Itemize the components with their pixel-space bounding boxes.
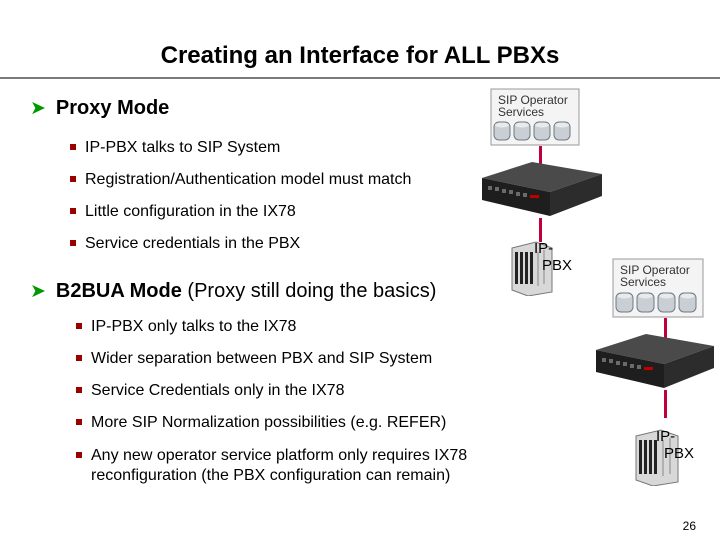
svg-text:SIP Operator: SIP Operator <box>498 93 568 107</box>
b2bua-mode-heading: ➤ B2BUA Mode (Proxy still doing the basi… <box>30 280 436 303</box>
title-divider <box>0 77 720 79</box>
b2bua-bullet: More SIP Normalization possibilities (e.… <box>76 413 446 433</box>
b2bua-bullet-text: Any new operator service platform only r… <box>91 446 467 486</box>
ip-pbx-icon <box>510 240 554 297</box>
square-bullet-icon <box>70 144 76 150</box>
b2bua-bullet: Any new operator service platform only r… <box>76 446 467 486</box>
square-bullet-icon <box>76 387 82 393</box>
square-bullet-icon <box>76 419 82 425</box>
sip-operator-services-icon: SIP Operator Services <box>490 88 580 146</box>
proxy-bullet-text: Little configuration in the IX78 <box>85 203 296 220</box>
ix78-router-icon <box>590 332 718 394</box>
proxy-bullet: IP-PBX talks to SIP System <box>70 138 280 158</box>
arrow-bullet-icon: ➤ <box>30 98 46 119</box>
proxy-mode-label: Proxy Mode <box>55 97 170 119</box>
square-bullet-icon <box>76 452 82 458</box>
b2bua-bullet: Wider separation between PBX and SIP Sys… <box>76 349 432 369</box>
page-number: 26 <box>682 519 696 533</box>
proxy-bullet: Little configuration in the IX78 <box>70 202 296 222</box>
link-line <box>664 390 667 418</box>
slide-title: Creating an Interface for ALL PBXs <box>160 42 560 69</box>
ip-pbx-label: IP- PBX <box>656 428 694 462</box>
arrow-bullet-icon: ➤ <box>30 281 46 302</box>
b2bua-bullet-text: IP-PBX only talks to the IX78 <box>91 318 297 335</box>
ip-pbx-label-line1: IP- <box>656 428 676 445</box>
b2bua-bullet-text: Service Credentials only in the IX78 <box>91 382 345 399</box>
svg-text:SIP Operator: SIP Operator <box>620 263 690 277</box>
proxy-mode-heading: ➤ Proxy Mode <box>30 97 169 120</box>
ip-pbx-label-line1: IP- <box>534 240 554 257</box>
square-bullet-icon <box>70 176 76 182</box>
svg-text:Services: Services <box>498 105 544 119</box>
ix78-router-icon <box>474 160 606 222</box>
proxy-bullet-text: Registration/Authentication model must m… <box>85 171 412 188</box>
b2bua-mode-note: (Proxy still doing the basics) <box>181 280 437 302</box>
proxy-bullet: Registration/Authentication model must m… <box>70 170 411 190</box>
ip-pbx-label: IP- PBX <box>534 240 572 274</box>
b2bua-bullet-line: Any new operator service platform only r… <box>91 447 468 464</box>
square-bullet-icon <box>76 355 82 361</box>
link-line <box>539 218 542 242</box>
b2bua-bullet: Service Credentials only in the IX78 <box>76 381 344 401</box>
ip-pbx-label-line2: PBX <box>664 445 695 462</box>
proxy-bullet-text: IP-PBX talks to SIP System <box>85 139 281 156</box>
ip-pbx-label-line2: PBX <box>542 257 573 274</box>
square-bullet-icon <box>70 208 76 214</box>
svg-text:Services: Services <box>620 275 666 289</box>
sip-operator-services-icon: SIP Operator Services <box>612 258 704 318</box>
b2bua-bullet-line: reconfiguration (the PBX configuration c… <box>91 467 451 484</box>
square-bullet-icon <box>76 323 82 329</box>
ip-pbx-icon <box>634 428 680 487</box>
b2bua-bullet-text: Wider separation between PBX and SIP Sys… <box>91 350 433 367</box>
b2bua-bullet: IP-PBX only talks to the IX78 <box>76 317 296 337</box>
b2bua-mode-label: B2BUA Mode <box>55 280 182 302</box>
proxy-bullet-text: Service credentials in the PBX <box>85 235 301 252</box>
link-line <box>664 318 667 338</box>
proxy-bullet: Service credentials in the PBX <box>70 234 300 254</box>
b2bua-bullet-text: More SIP Normalization possibilities (e.… <box>91 414 447 431</box>
square-bullet-icon <box>70 240 76 246</box>
link-line <box>539 146 542 166</box>
